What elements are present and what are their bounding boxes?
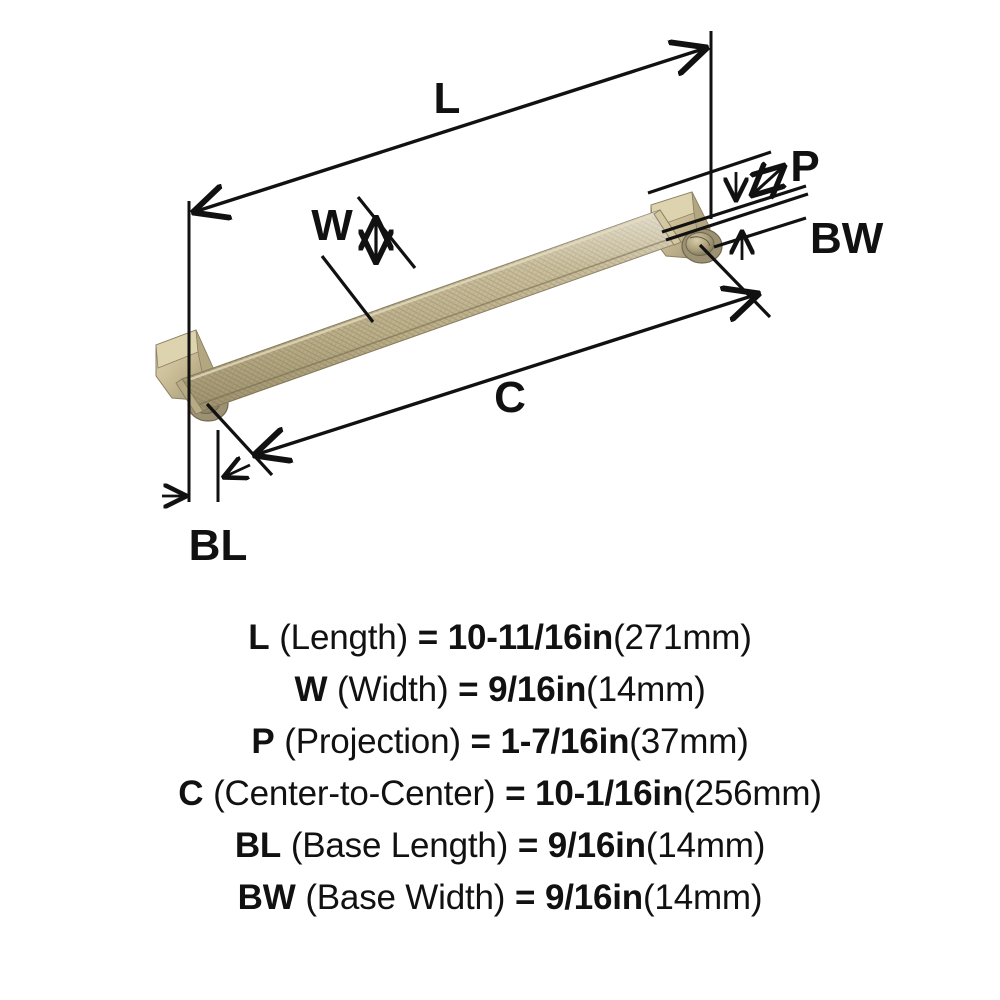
legend-code-P: P xyxy=(251,722,275,761)
legend-equals-W: = xyxy=(458,670,479,709)
bw-extension-upper xyxy=(665,192,809,242)
legend-equals-C: = xyxy=(505,774,526,813)
dimension-legend: L (Length) = 10-11/16in(271mm) W (Width)… xyxy=(0,612,1000,924)
legend-name-BW: (Base Width) xyxy=(305,878,506,917)
legend-equals-BW: = xyxy=(514,878,536,917)
dimension-label-L: L xyxy=(434,74,461,123)
l-dimension-arrow xyxy=(194,48,706,212)
legend-value-P: 1-7/16in xyxy=(500,722,630,761)
legend-row-W: W (Width) = 9/16in(14mm) xyxy=(0,664,1000,716)
legend-code-BL: BL xyxy=(234,826,282,865)
legend-metric-W: (14mm) xyxy=(586,670,706,709)
legend-name-P: (Projection) xyxy=(284,722,461,761)
legend-value-W: 9/16in xyxy=(488,670,587,709)
legend-code-BW: BW xyxy=(237,878,296,917)
legend-equals-P: = xyxy=(470,722,491,761)
legend-name-BL: (Base Length) xyxy=(290,826,509,865)
dimension-C: C xyxy=(205,243,772,477)
legend-row-C: C (Center-to-Center) = 10-1/16in(256mm) xyxy=(0,768,1000,820)
legend-value-BW: 9/16in xyxy=(544,878,643,917)
legend-name-W: (Width) xyxy=(337,670,449,709)
legend-equals-BL: = xyxy=(517,826,539,865)
p-dimension-arrow xyxy=(752,166,784,195)
legend-metric-L: (271mm) xyxy=(613,618,752,657)
dimension-label-BL: BL xyxy=(189,521,248,570)
legend-metric-C: (256mm) xyxy=(683,774,822,813)
dimension-BW: BW xyxy=(665,192,884,263)
legend-value-L: 10-11/16in xyxy=(447,618,614,657)
legend-row-P: P (Projection) = 1-7/16in(37mm) xyxy=(0,716,1000,768)
legend-code-W: W xyxy=(294,670,328,709)
legend-row-L: L (Length) = 10-11/16in(271mm) xyxy=(0,612,1000,664)
dimension-label-C: C xyxy=(494,373,526,422)
legend-metric-BW: (14mm) xyxy=(642,878,763,917)
bl-arrow-right xyxy=(224,465,251,477)
dimension-label-BW: BW xyxy=(810,214,884,263)
legend-metric-BL: (14mm) xyxy=(645,826,766,865)
legend-row-BW: BW (Base Width) = 9/16in(14mm) xyxy=(0,872,1000,924)
legend-name-L: (Length) xyxy=(279,618,408,657)
p-extension-upper xyxy=(647,150,772,195)
bw-extension-lower xyxy=(713,216,807,249)
dimension-P: P xyxy=(647,142,820,234)
dimension-label-P: P xyxy=(790,142,819,191)
legend-code-L: L xyxy=(248,618,270,657)
legend-equals-L: = xyxy=(417,618,438,657)
dimension-BL: BL xyxy=(162,400,251,570)
legend-name-C: (Center-to-Center) xyxy=(213,774,496,813)
c-dimension-arrow xyxy=(255,294,758,455)
legend-row-BL: BL (Base Length) = 9/16in(14mm) xyxy=(0,820,1000,872)
dimension-label-W: W xyxy=(311,201,353,250)
legend-code-C: C xyxy=(178,774,204,813)
dimension-diagram: L W P BW C xyxy=(155,31,884,570)
legend-value-BL: 9/16in xyxy=(547,826,646,865)
legend-metric-P: (37mm) xyxy=(629,722,749,761)
dimension-L: L xyxy=(187,31,713,400)
legend-value-C: 10-1/16in xyxy=(535,774,684,813)
